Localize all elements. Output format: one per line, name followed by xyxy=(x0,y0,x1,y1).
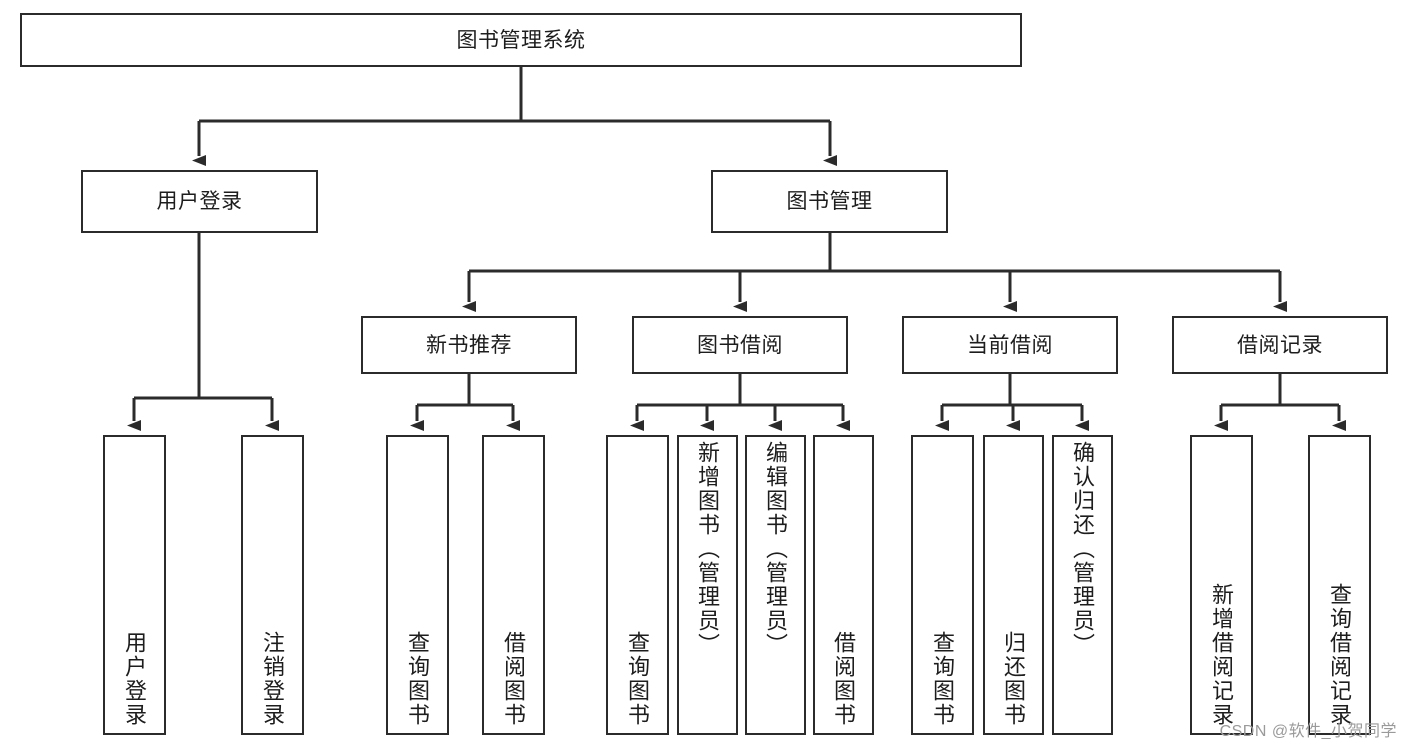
node-leaf-borrow-book-label: 借阅图书 xyxy=(831,631,857,727)
node-leaf-return-book-label: 归还图书 xyxy=(1001,631,1027,727)
node-leaf-query-record-label: 查询借阅记录 xyxy=(1327,583,1353,727)
node-leaf-user-login[interactable]: 用户登录 xyxy=(103,435,166,735)
edge-userlogin-to-leaves xyxy=(127,233,279,431)
node-leaf-query-book-borrow[interactable]: 查询图书 xyxy=(606,435,669,735)
node-leaf-add-book-label: 新增图书（管理员） xyxy=(695,441,721,657)
node-borrow-record[interactable]: 借阅记录 xyxy=(1172,316,1388,374)
node-leaf-edit-book[interactable]: 编辑图书（管理员） xyxy=(745,435,806,735)
node-leaf-query-book-borrow-label: 查询图书 xyxy=(625,631,651,727)
node-leaf-confirm-return-label: 确认归还（管理员） xyxy=(1070,441,1096,657)
node-leaf-query-book-cur-label: 查询图书 xyxy=(930,631,956,727)
node-leaf-add-record-label: 新增借阅记录 xyxy=(1209,583,1235,727)
node-leaf-user-login-label: 用户登录 xyxy=(122,631,148,727)
node-new-book-rec[interactable]: 新书推荐 xyxy=(361,316,577,374)
node-current-borrow-label: 当前借阅 xyxy=(967,333,1053,357)
node-new-book-rec-label: 新书推荐 xyxy=(426,333,512,357)
node-root-label: 图书管理系统 xyxy=(456,28,586,52)
node-user-login[interactable]: 用户登录 xyxy=(81,170,318,233)
node-leaf-query-book-rec-label: 查询图书 xyxy=(405,631,431,727)
node-leaf-query-record[interactable]: 查询借阅记录 xyxy=(1308,435,1371,735)
node-leaf-borrow-book-rec-label: 借阅图书 xyxy=(501,631,527,727)
node-leaf-add-book[interactable]: 新增图书（管理员） xyxy=(677,435,738,735)
node-leaf-borrow-book[interactable]: 借阅图书 xyxy=(813,435,874,735)
node-current-borrow[interactable]: 当前借阅 xyxy=(902,316,1118,374)
node-leaf-query-book-cur[interactable]: 查询图书 xyxy=(911,435,974,735)
node-book-manage-label: 图书管理 xyxy=(786,190,873,213)
node-leaf-borrow-book-rec[interactable]: 借阅图书 xyxy=(482,435,545,735)
node-leaf-edit-book-label: 编辑图书（管理员） xyxy=(763,441,789,657)
node-leaf-add-record[interactable]: 新增借阅记录 xyxy=(1190,435,1253,735)
edge-currentborrow-to-leaves xyxy=(935,374,1089,431)
node-leaf-logout[interactable]: 注销登录 xyxy=(241,435,304,735)
node-user-login-label: 用户登录 xyxy=(156,190,243,213)
watermark: CSDN @软件_小贺同学 xyxy=(1219,723,1397,740)
edge-root-to-level2 xyxy=(192,67,837,166)
edge-bookmanage-to-level3 xyxy=(462,233,1287,312)
edge-newbookrec-to-leaves xyxy=(410,374,520,431)
edge-borrowrecord-to-leaves xyxy=(1214,374,1346,431)
node-borrow-record-label: 借阅记录 xyxy=(1237,333,1323,357)
edge-bookborrow-to-leaves xyxy=(630,374,850,431)
node-leaf-return-book[interactable]: 归还图书 xyxy=(983,435,1044,735)
node-book-borrow[interactable]: 图书借阅 xyxy=(632,316,848,374)
node-root[interactable]: 图书管理系统 xyxy=(20,13,1022,67)
node-leaf-query-book-rec[interactable]: 查询图书 xyxy=(386,435,449,735)
node-leaf-confirm-return[interactable]: 确认归还（管理员） xyxy=(1052,435,1113,735)
node-leaf-logout-label: 注销登录 xyxy=(260,631,286,727)
node-book-borrow-label: 图书借阅 xyxy=(697,333,783,357)
node-book-manage[interactable]: 图书管理 xyxy=(711,170,948,233)
